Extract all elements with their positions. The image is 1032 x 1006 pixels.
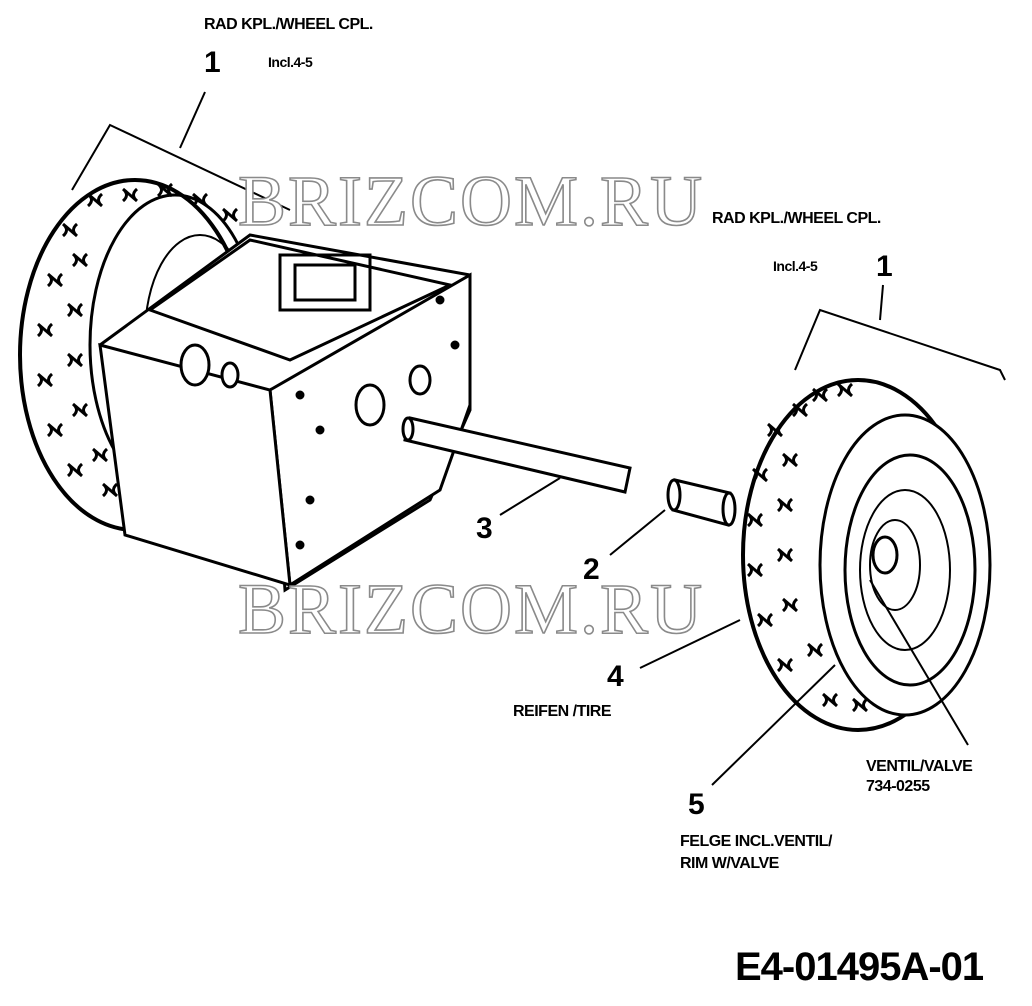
part-3-number: 3 bbox=[476, 512, 493, 545]
part-5-label-line2: RIM W/VALVE bbox=[680, 855, 779, 872]
watermark-bottom: BRIZCOM.RU bbox=[237, 568, 705, 650]
part-1-left-number: 1 bbox=[204, 46, 221, 79]
right-wheel bbox=[741, 378, 992, 732]
part-5-label-line1: FELGE INCL.VENTIL/ bbox=[680, 833, 832, 850]
axle-housing bbox=[98, 233, 472, 593]
watermark-top: BRIZCOM.RU bbox=[237, 160, 705, 242]
part-1-left-label: RAD KPL./WHEEL CPL. bbox=[204, 16, 373, 33]
part-1-left-note: Incl.4-5 bbox=[268, 54, 313, 70]
part-1-right-number: 1 bbox=[876, 250, 893, 283]
drawing-code: E4-01495A-01 bbox=[735, 945, 984, 989]
part-1-right-note: Incl.4-5 bbox=[773, 258, 818, 274]
part-5-number: 5 bbox=[688, 788, 705, 821]
valve-part-number: 734-0255 bbox=[866, 778, 930, 795]
callout-lines bbox=[71, 91, 1006, 786]
part-1-right-label: RAD KPL./WHEEL CPL. bbox=[712, 210, 881, 227]
spacer-bushing bbox=[666, 478, 737, 527]
part-4-number: 4 bbox=[607, 660, 624, 693]
part-2-number: 2 bbox=[583, 553, 600, 586]
valve-label: VENTIL/VALVE bbox=[866, 758, 973, 775]
part-4-label: REIFEN /TIRE bbox=[513, 703, 612, 720]
axle-shaft bbox=[401, 416, 632, 494]
